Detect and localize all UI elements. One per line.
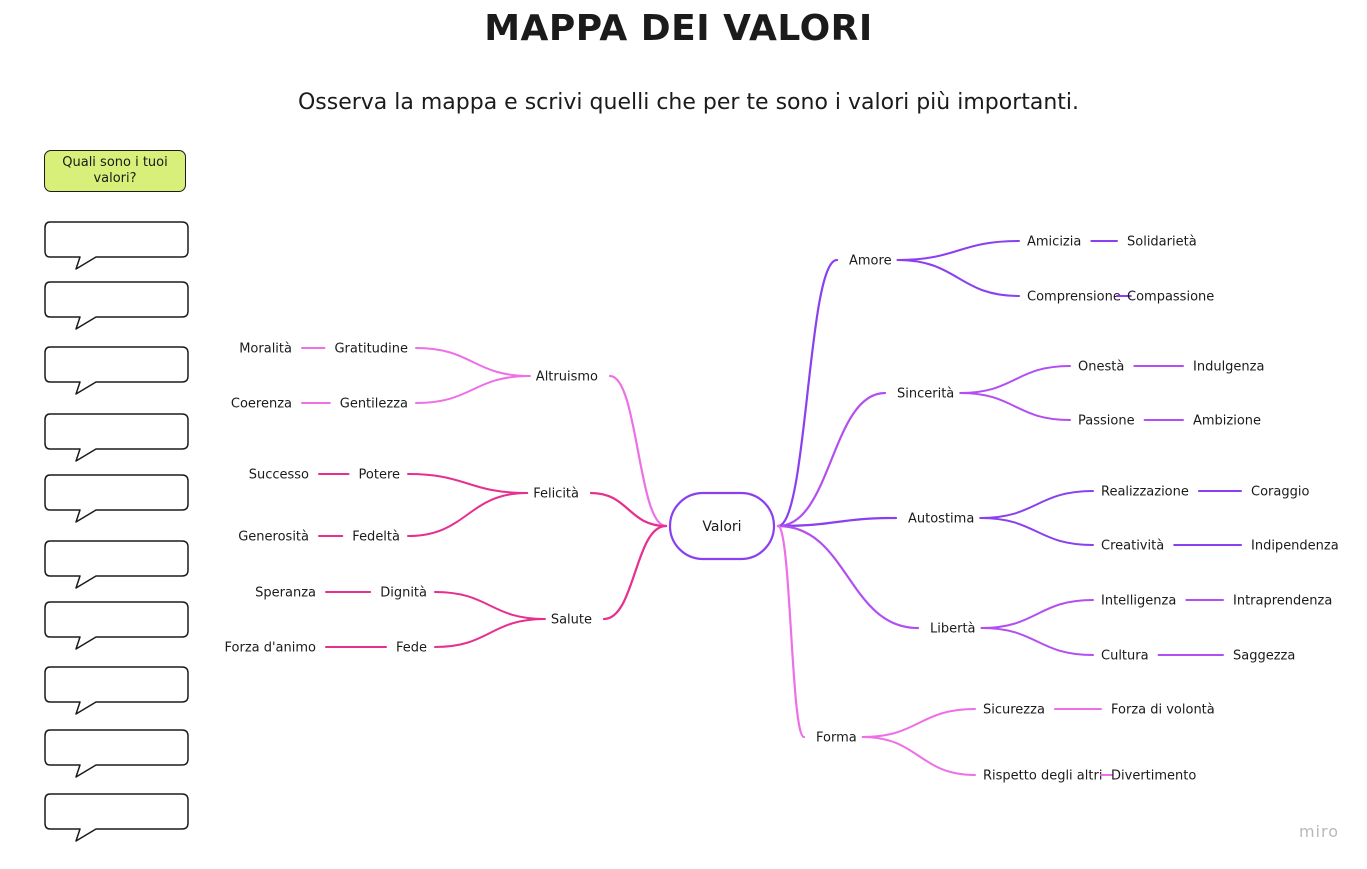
branch-8-child-1-label[interactable]: Dignità	[380, 586, 427, 601]
branch-4-trunk	[776, 524, 920, 630]
branch-6-child-2-next-label[interactable]: Coerenza	[231, 397, 292, 412]
answer-bubble-6[interactable]	[44, 540, 190, 592]
answer-bubbles	[0, 0, 200, 869]
branch-7-child-2-next-label[interactable]: Generosità	[238, 530, 309, 545]
answer-bubble-9[interactable]	[44, 729, 190, 781]
branch-2-child-1-label[interactable]: Onestà	[1078, 360, 1124, 375]
branch-5-child-2-link	[861, 736, 976, 776]
branch-5-child-1-next-label[interactable]: Forza di volontà	[1111, 703, 1215, 718]
page-subtitle: Osserva la mappa e scrivi quelli che per…	[297, 90, 1080, 115]
prompt-sticky-note[interactable]: Quali sono i tuoi valori?	[44, 150, 186, 192]
branch-7-label[interactable]: Felicità	[533, 487, 579, 502]
branch-6-child-1-link	[415, 347, 531, 377]
branch-1-trunk	[776, 258, 839, 528]
branch-4-child-1-link	[980, 599, 1094, 629]
answer-bubble-10[interactable]	[44, 793, 190, 845]
branch-2-child-2-next-label[interactable]: Ambizione	[1193, 414, 1261, 429]
branch-7-child-2-link	[407, 492, 529, 537]
branch-2-child-1-next-label[interactable]: Indulgenza	[1193, 360, 1264, 375]
branch-1-child-2-label[interactable]: Comprensione	[1027, 290, 1121, 305]
answer-bubble-1[interactable]	[44, 221, 190, 273]
answer-bubble-2[interactable]	[44, 281, 190, 333]
branch-2-child-2-label[interactable]: Passione	[1078, 414, 1135, 429]
branch-6-child-1-next-label[interactable]: Moralità	[239, 342, 292, 357]
branch-3-child-2-link	[979, 517, 1094, 546]
branch-6-label[interactable]: Altruismo	[536, 370, 598, 385]
branch-2-label[interactable]: Sincerità	[897, 387, 954, 402]
branch-4-child-1-label[interactable]: Intelligenza	[1101, 594, 1176, 609]
branch-7-child-1-link	[407, 473, 529, 494]
miro-watermark: miro	[1298, 822, 1339, 841]
answer-bubble-4[interactable]	[44, 413, 190, 465]
branch-7-trunk	[589, 491, 668, 528]
branch-5-trunk	[776, 524, 806, 739]
branch-8-trunk	[602, 524, 668, 621]
branch-3-child-2-label[interactable]: Creatività	[1101, 539, 1164, 554]
branch-2-child-1-link	[959, 365, 1071, 394]
answer-bubble-8[interactable]	[44, 666, 190, 718]
branch-1-label[interactable]: Amore	[849, 254, 892, 269]
branch-3-label[interactable]: Autostima	[908, 512, 974, 527]
root-node-label: Valori	[702, 519, 741, 535]
root-node-shape	[668, 491, 776, 561]
answer-bubble-3[interactable]	[44, 346, 190, 398]
branch-5-child-2-next-label[interactable]: Divertimento	[1111, 769, 1196, 784]
branch-4-child-2-next-label[interactable]: Saggezza	[1233, 649, 1295, 664]
branch-4-child-1-next-label[interactable]: Intraprendenza	[1233, 594, 1332, 609]
branch-1-child-2-next-label[interactable]: Compassione	[1127, 290, 1214, 305]
branch-4-child-2-link	[980, 627, 1094, 656]
branch-1-child-1-next-label[interactable]: Solidarietà	[1127, 235, 1197, 250]
branch-7-child-2-label[interactable]: Fedeltà	[352, 530, 400, 545]
answer-bubble-7[interactable]	[44, 601, 190, 653]
branch-8-child-2-next-label[interactable]: Forza d'animo	[225, 641, 317, 656]
branch-6-child-2-label[interactable]: Gentilezza	[340, 397, 408, 412]
branch-8-child-1-link	[434, 591, 546, 620]
branch-7-child-1-label[interactable]: Potere	[359, 468, 400, 483]
branch-8-child-2-label[interactable]: Fede	[396, 641, 427, 656]
branch-3-child-1-label[interactable]: Realizzazione	[1101, 485, 1189, 500]
branch-8-label[interactable]: Salute	[551, 613, 592, 628]
branch-5-label[interactable]: Forma	[816, 731, 857, 746]
branch-8-child-2-link	[434, 618, 546, 648]
branch-5-child-1-label[interactable]: Sicurezza	[983, 703, 1045, 718]
branch-5-child-2-label[interactable]: Rispetto degli altri	[983, 769, 1102, 784]
branch-4-label[interactable]: Libertà	[930, 622, 976, 637]
branch-8-child-1-next-label[interactable]: Speranza	[255, 586, 316, 601]
answer-bubble-5[interactable]	[44, 474, 190, 526]
branch-4-child-2-label[interactable]: Cultura	[1101, 649, 1149, 664]
branch-6-child-1-label[interactable]: Gratitudine	[334, 342, 408, 357]
branch-5-child-1-link	[861, 708, 976, 738]
branch-7-child-1-next-label[interactable]: Successo	[249, 468, 309, 483]
branch-1-child-1-link	[896, 240, 1020, 261]
branch-1-child-1-label[interactable]: Amicizia	[1027, 235, 1081, 250]
branch-6-child-2-link	[415, 375, 531, 404]
page-title: MAPPA DEI VALORI	[484, 8, 873, 49]
branch-2-child-2-link	[959, 392, 1071, 421]
branch-3-trunk	[776, 516, 898, 528]
root-node[interactable]: Valori	[668, 491, 776, 561]
branch-2-trunk	[776, 391, 887, 528]
prompt-text: Quali sono i tuoi valori?	[62, 155, 168, 186]
branch-3-child-2-next-label[interactable]: Indipendenza	[1251, 539, 1339, 554]
branch-3-child-1-link	[979, 490, 1094, 519]
branch-1-child-2-link	[896, 259, 1020, 297]
branch-6-trunk	[608, 374, 668, 528]
branch-3-child-1-next-label[interactable]: Coraggio	[1251, 485, 1309, 500]
